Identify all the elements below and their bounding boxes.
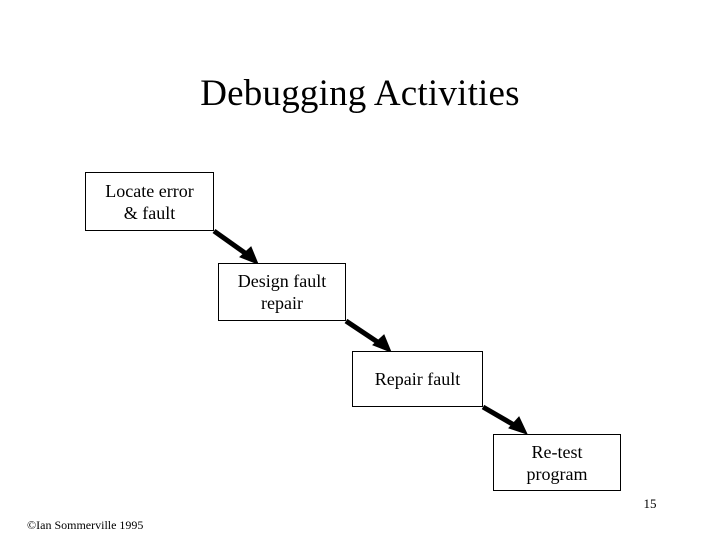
arrow-repair-to-retest	[481, 404, 528, 435]
arrow-design-to-repair	[344, 318, 392, 353]
page-title: Debugging Activities	[200, 73, 520, 114]
flow-box-label: Locate error& fault	[105, 180, 194, 223]
arrow-locate-to-design	[212, 228, 259, 265]
copyright-notice: ©Ian Sommerville 1995	[27, 518, 144, 532]
flow-box-label: Repair fault	[374, 369, 461, 389]
flow-box-repair-fault: Repair fault	[352, 351, 483, 407]
page-number: 15	[643, 496, 657, 511]
flow-box-locate-error-fault: Locate error& fault	[85, 172, 214, 231]
